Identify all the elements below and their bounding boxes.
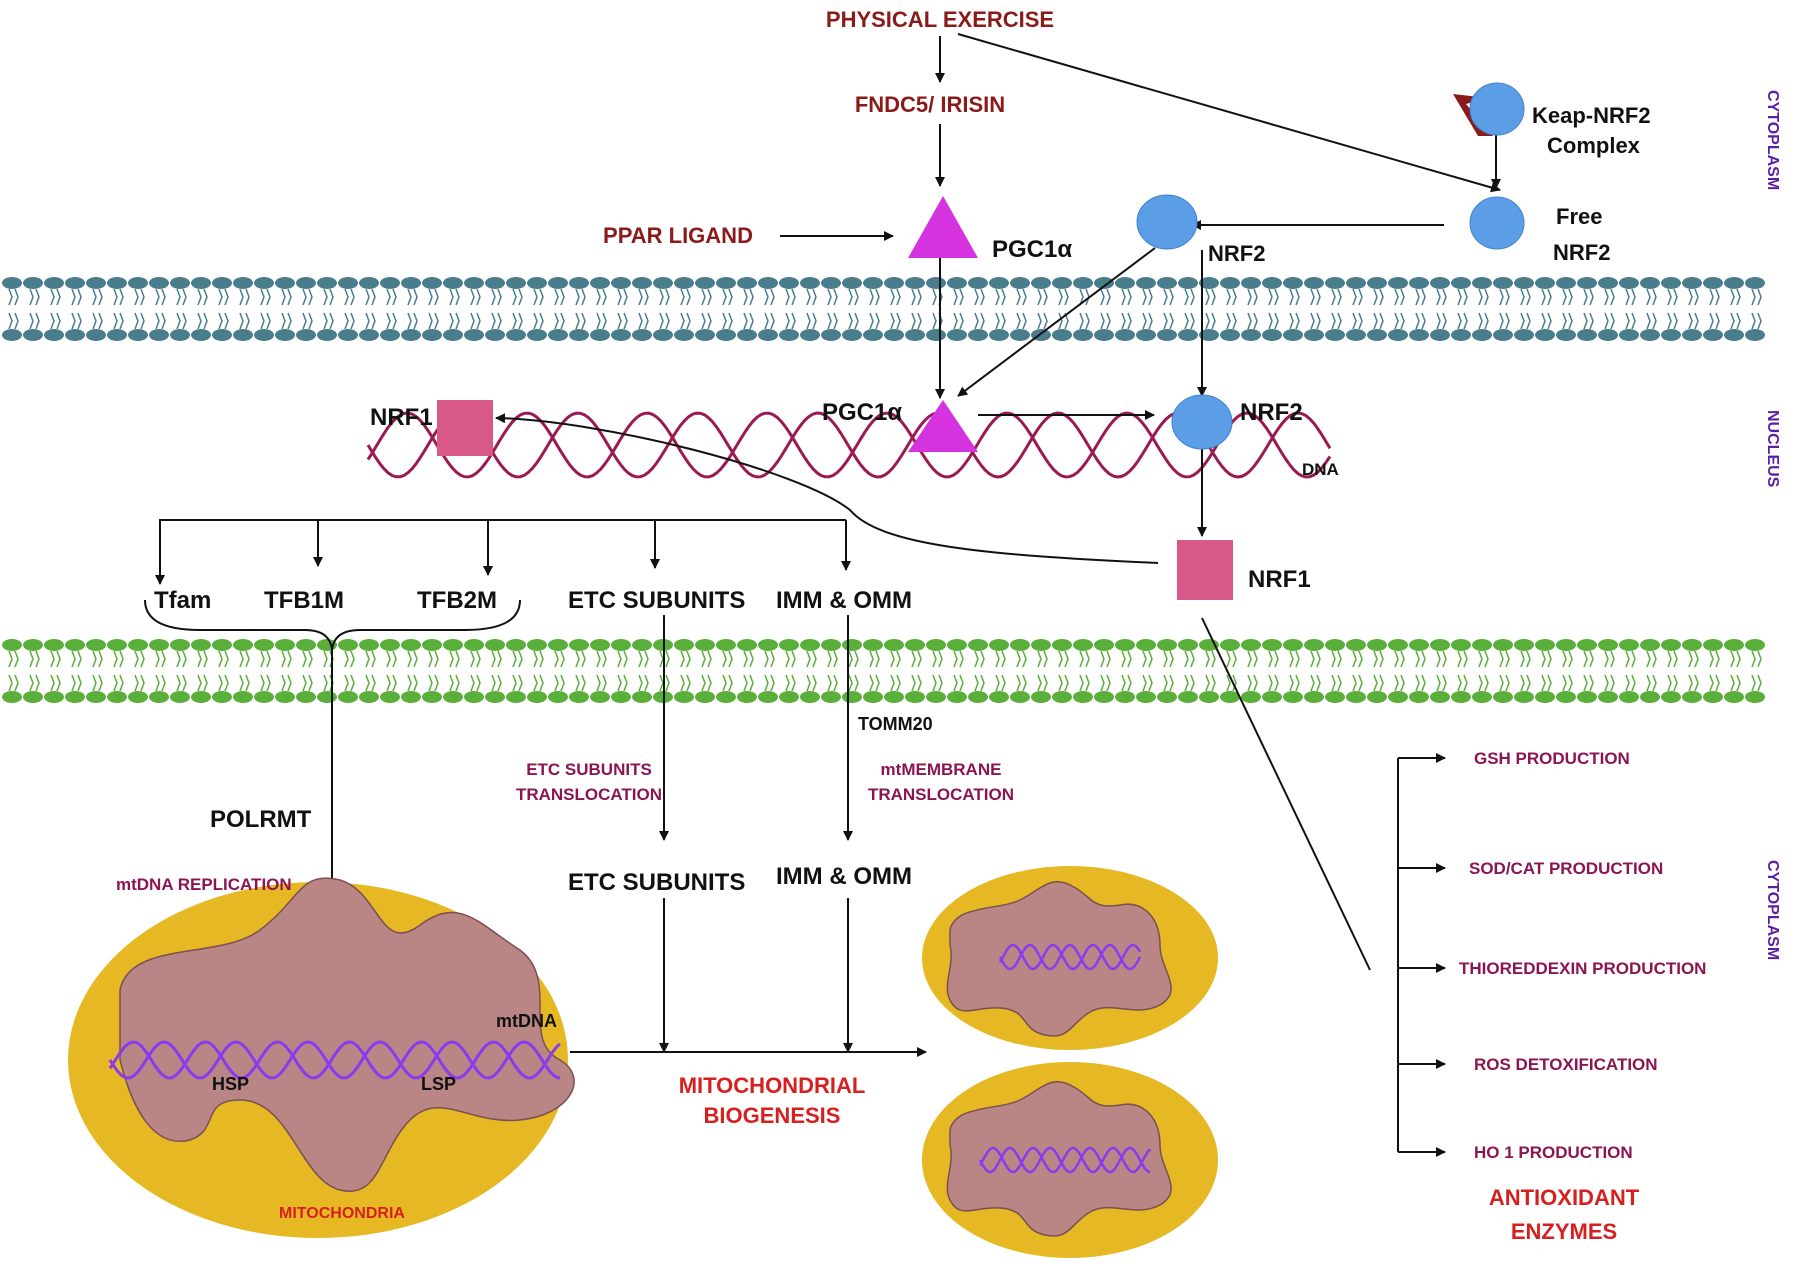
antioxidant-enzymes-label-2: ENZYMES [1511,1219,1617,1244]
nrf1-lower-label: NRF1 [1248,566,1311,593]
cytoplasm-bottom-label: CYTOPLASM [1764,860,1781,960]
keap-nrf2-complex [1469,82,1525,136]
nucleus-side-label: NUCLEUS [1764,410,1781,488]
pgc1a-nucleus-triangle [908,400,978,452]
mitochondria-label: MITOCHONDRIA [279,1205,405,1222]
polrmt-label: POLRMT [210,806,312,833]
mtdna-label: mtDNA [496,1011,557,1031]
pgc1a-cyto-triangle [908,196,978,258]
cytoplasm-top-label: CYTOPLASM [1764,90,1781,190]
physical-exercise-label: PHYSICAL EXERCISE [826,7,1054,32]
ros-detoxification-label: ROS DETOXIFICATION [1474,1055,1658,1074]
tfam-label: Tfam [154,587,211,614]
nrf2-nucleus-circle [1171,394,1233,450]
mtdna-replication-label: mtDNA REPLICATION [116,875,292,894]
tomm20-label: TOMM20 [858,714,933,734]
antioxidant-enzymes-label-1: ANTIOXIDANT [1489,1185,1640,1210]
mitochondrial-biogenesis-label-2: BIOGENESIS [704,1103,841,1128]
sod-cat-production-label: SOD/CAT PRODUCTION [1469,859,1663,878]
fndc5-irisin-label: FNDC5/ IRISIN [855,92,1005,117]
nrf1-nucleus-square [437,400,493,456]
etc-translocation-label-1: ETC SUBUNITS [526,760,652,779]
nrf2-cyto-circle [1136,194,1198,250]
mitochondrion-large [68,877,575,1238]
nrf1-lower-square [1177,540,1233,600]
etc-subunits-top-label: ETC SUBUNITS [568,587,745,614]
mtmembrane-translocation-label-1: mtMEMBRANE [881,760,1002,779]
mitochondrion-top-right [922,866,1218,1050]
nrf1-nucleus-label: NRF1 [370,404,433,431]
mitochondrial-biogenesis-label-1: MITOCHONDRIAL [679,1073,866,1098]
free-nrf2-label-2: NRF2 [1553,240,1610,265]
nrf2-nucleus-label: NRF2 [1240,399,1303,426]
pgc1a-nucleus-label: PGC1α [822,399,902,426]
mitochondrion-bottom-right [922,1062,1218,1258]
ppar-ligand-label: PPAR LIGAND [603,223,753,248]
nrf2-cyto-label: NRF2 [1208,241,1265,266]
etc-translocation-label-2: TRANSLOCATION [516,785,662,804]
free-nrf2-label-1: Free [1556,204,1602,229]
pgc1a-cyto-label: PGC1α [992,236,1072,263]
hsp-label: HSP [212,1074,249,1094]
mtmembrane-translocation-label-2: TRANSLOCATION [868,785,1014,804]
dna-label: DNA [1302,460,1339,479]
free-nrf2-circle [1469,196,1525,250]
dna-double-helix [366,411,1332,479]
nuclear-membrane-top [2,277,1765,341]
etc-subunits-bottom-label: ETC SUBUNITS [568,869,745,896]
nuclear-membrane-bottom [2,639,1765,703]
imm-omm-top-label: IMM & OMM [776,587,912,614]
tfb2m-label: TFB2M [417,587,497,614]
tfb1m-label: TFB1M [264,587,344,614]
lsp-label: LSP [421,1074,456,1094]
imm-omm-bottom-label: IMM & OMM [776,863,912,890]
ho1-production-label: HO 1 PRODUCTION [1474,1143,1633,1162]
keap-nrf2-label-2: Complex [1547,133,1641,158]
keap-nrf2-label-1: Keap-NRF2 [1532,103,1651,128]
gsh-production-label: GSH PRODUCTION [1474,749,1630,768]
thioredoxin-production-label: THIOREDDEXIN PRODUCTION [1459,959,1706,978]
